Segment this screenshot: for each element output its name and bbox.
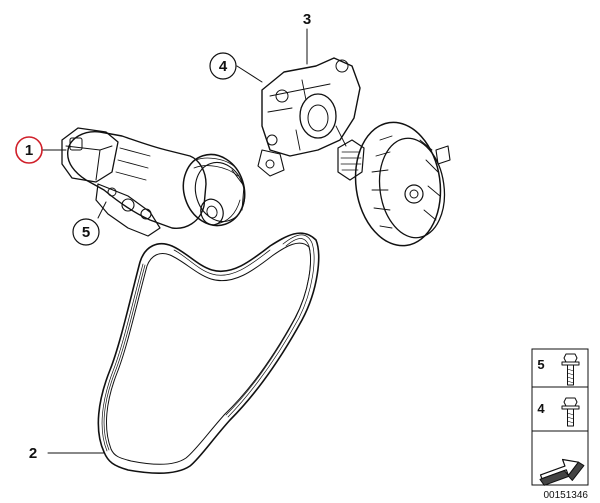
- bolt-flange-long-icon: [561, 353, 580, 386]
- drive-belt[interactable]: [97, 232, 320, 475]
- callout-4-circle: [209, 52, 237, 80]
- callout-1-label: 1: [25, 142, 33, 159]
- alternator-bracket[interactable]: [257, 57, 361, 177]
- direction-arrow-icon: [539, 458, 585, 486]
- legend-item-4[interactable]: 4: [537, 397, 580, 427]
- legend-item-4-label: 4: [537, 401, 545, 416]
- callout-4-label: 4: [219, 58, 228, 75]
- callout-3[interactable]: 3: [303, 11, 311, 28]
- callout-2[interactable]: 2: [29, 445, 37, 462]
- callout-3-label: 3: [303, 11, 311, 28]
- alternator[interactable]: [337, 117, 451, 251]
- callout-5-circle: [72, 218, 100, 246]
- highlight-ring: [15, 136, 43, 164]
- legend-item-5[interactable]: 5: [537, 353, 580, 386]
- belt-tensioner[interactable]: [61, 127, 254, 237]
- legend-item-5-label: 5: [537, 357, 544, 372]
- callout-5-label: 5: [82, 224, 90, 241]
- fastener-legend: 5 4: [531, 348, 589, 486]
- bolt-flange-short-icon: [561, 397, 580, 427]
- callout-5[interactable]: 5: [72, 218, 100, 246]
- callout-1[interactable]: 1: [15, 136, 43, 164]
- diagram-id: 00151346: [544, 490, 589, 501]
- callout-2-label: 2: [29, 445, 37, 462]
- leader-lines: [40, 28, 308, 454]
- callout-4[interactable]: 4: [209, 52, 237, 80]
